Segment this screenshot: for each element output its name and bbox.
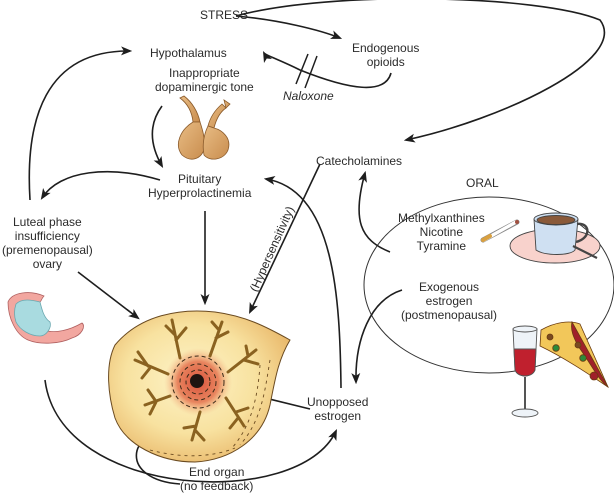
arrow-catecholamines-to-breast	[249, 163, 321, 315]
breast-illustration	[108, 310, 291, 463]
label-oral-substances: Methylxanthines Nicotine Tyramine	[398, 211, 485, 253]
naloxone-block-icon	[295, 53, 318, 89]
label-naloxone: Naloxone	[283, 89, 334, 103]
wine-glass-illustration	[511, 325, 539, 418]
label-dopaminergic-tone: Inappropriate dopaminergic tone	[155, 66, 254, 94]
coffee-cup-illustration	[509, 212, 601, 264]
arrow-luteal-to-hypothalamus	[28, 46, 133, 201]
label-line: Inappropriate	[169, 66, 240, 80]
arrow-stress-to-catecholamines	[235, 0, 606, 143]
label-line: estrogen	[314, 409, 362, 423]
label-line: ORAL	[466, 176, 499, 190]
label-line: Hypothalamus	[150, 46, 227, 60]
label-line: ovary	[32, 257, 63, 271]
label-line: Pituitary	[178, 172, 222, 186]
arrow-oral-to-catecholamines	[358, 170, 391, 253]
label-line: Endogenous	[352, 41, 420, 55]
label-line: Unopposed	[307, 395, 369, 409]
label-line: insufficiency	[14, 229, 80, 243]
nipple	[190, 374, 204, 388]
label-line: (premenopausal)	[2, 243, 93, 257]
arrow-opioids-to-hypothalamus	[262, 51, 392, 89]
label-line: End organ	[189, 465, 245, 479]
label-end-organ: End organ (no feedback)	[180, 465, 253, 493]
label-line: Luteal phase	[12, 215, 82, 229]
label-line: (postmenopausal)	[401, 308, 498, 322]
label-luteal-phase: Luteal phase insufficiency (premenopausa…	[2, 215, 93, 271]
label-line: Exogenous	[419, 280, 480, 294]
label-line: (no feedback)	[180, 479, 254, 493]
label-line: Hyperprolactinemia	[148, 186, 252, 200]
label-line: Catecholamines	[316, 154, 403, 168]
cigarette-illustration	[480, 219, 520, 243]
label-line: Naloxone	[283, 89, 334, 103]
label-hypothalamus: Hypothalamus	[150, 46, 227, 60]
label-stress: STRESS	[200, 8, 248, 22]
label-endogenous-opioids: Endogenous opioids	[352, 41, 419, 69]
label-line: Methylxanthines	[398, 211, 485, 225]
label-line: Tyramine	[416, 239, 467, 253]
arrow-hypothalamus-to-pituitary	[151, 105, 164, 168]
label-catecholamines: Catecholamines	[316, 154, 402, 168]
label-stress-line: STRESS	[200, 8, 249, 22]
label-line: opioids	[366, 55, 405, 69]
arrow-luteal-to-unopposed	[44, 379, 337, 483]
pizza-slice-illustration	[539, 320, 609, 389]
ovary-illustration	[7, 292, 84, 344]
label-pituitary: Pituitary Hyperprolactinemia	[148, 172, 251, 200]
pituitary-gland-illustration	[178, 95, 231, 160]
label-unopposed-estrogen: Unopposed estrogen	[307, 395, 368, 423]
label-line: Nicotine	[419, 225, 464, 239]
label-oral: ORAL	[466, 176, 499, 190]
arrow-exogenous-to-unopposed	[351, 289, 403, 385]
arrow-pituitary-to-luteal	[40, 170, 161, 200]
label-exogenous-estrogen: Exogenous estrogen (postmenopausal)	[401, 280, 497, 322]
arrow-unopposed-to-pituitary	[263, 176, 342, 389]
arrow-stress-to-opioids	[235, 15, 343, 39]
oral-ellipse	[363, 196, 614, 374]
label-line: dopaminergic tone	[155, 80, 254, 94]
arrow-luteal-to-breast	[77, 271, 140, 320]
label-line: estrogen	[425, 294, 473, 308]
